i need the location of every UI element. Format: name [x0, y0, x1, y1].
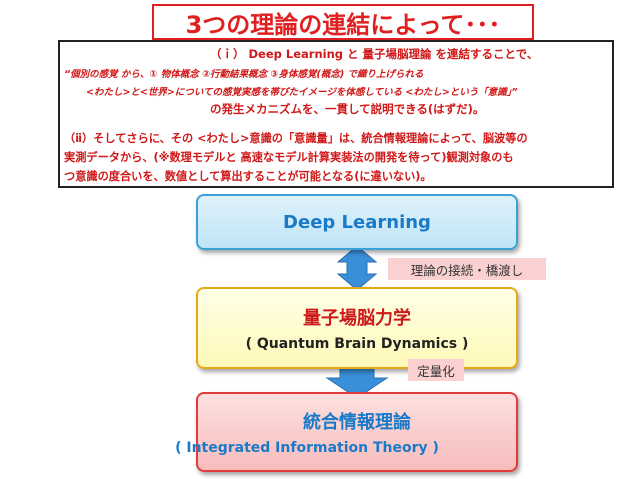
description-line-6: 実測データから、(※数理モデルと 高速なモデル計算実装法の開発を待って)観測対象…: [64, 151, 514, 164]
description-line-7: つ意識の度合いを、数値として算出することが可能となる(に違いない)。: [64, 170, 432, 183]
description-line-4: の発生メカニズムを、一貫して説明できる(はずだ)。: [210, 102, 485, 116]
description-line-2: “個別の感覚 から、① 物体概念 ②行動結果概念 ③身体感覚(概念) で織り上げ…: [64, 69, 424, 80]
description-line-5: （ⅱ）そしてさらに、その <わたし>意識の「意識量」は、統合情報理論によって、脳…: [64, 132, 528, 145]
deep-learning-title: Deep Learning: [283, 211, 431, 233]
description-line-1: （ｉ） Deep Learning と 量子場脳理論 を連結することで、: [210, 47, 539, 61]
description-box: （ｉ） Deep Learning と 量子場脳理論 を連結することで、 “個別…: [58, 40, 614, 188]
quantum-brain-dynamics-subtitle: ( Quantum Brain Dynamics ): [245, 336, 469, 352]
quantum-brain-dynamics-box: 量子場脳力学 ( Quantum Brain Dynamics ): [196, 287, 518, 369]
integrated-information-theory-title: 統合情報理論: [303, 412, 411, 433]
quantify-label: 定量化: [408, 359, 464, 381]
description-line-3: <わたし>と<世界>についての感覚実感を帯びたイメージを体感している <わたし>…: [86, 87, 518, 98]
bridge-label: 理論の接続・橋渡し: [388, 258, 546, 280]
page-title: 3つの理論の連結によって･･･: [152, 4, 534, 40]
integrated-information-theory-subtitle: ( Integrated Information Theory ): [175, 440, 439, 456]
deep-learning-box: Deep Learning: [196, 194, 518, 250]
bidirectional-arrow-icon: [336, 245, 378, 291]
quantum-brain-dynamics-title: 量子場脳力学: [303, 308, 411, 329]
integrated-information-theory-box: 統合情報理論 ( Integrated Information Theory ): [175, 392, 518, 472]
